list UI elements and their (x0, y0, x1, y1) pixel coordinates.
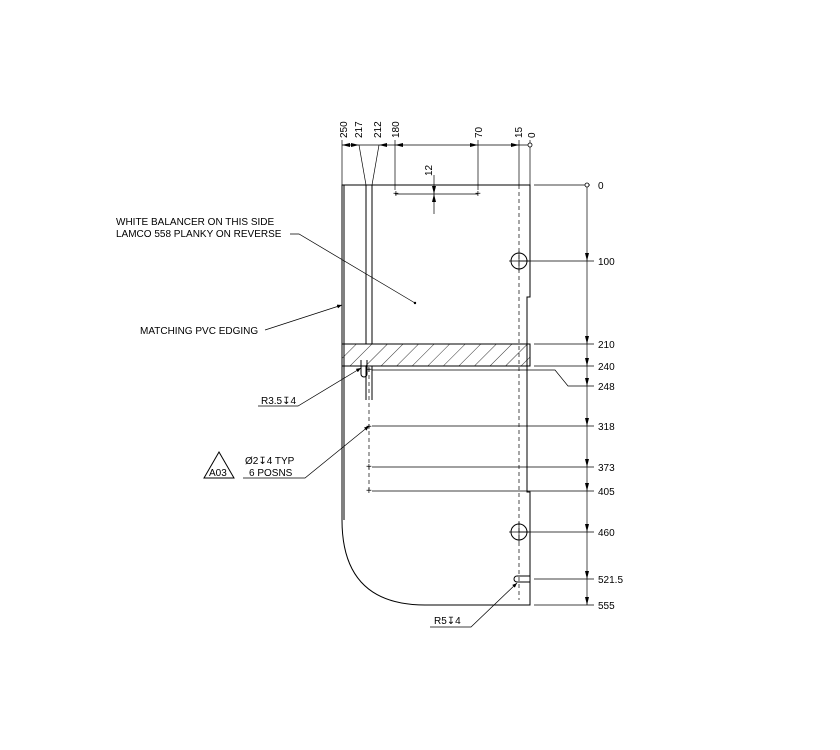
slot-r5 (513, 575, 530, 583)
r35-leader (258, 367, 362, 407)
right-dimension-ladder (372, 182, 594, 606)
balancer-leader-dot (413, 301, 417, 305)
top-dimension-line (341, 140, 533, 190)
balancer-leader (290, 233, 416, 304)
small-dim-12: 12 (424, 164, 435, 176)
right-dim-240: 240 (598, 362, 615, 373)
r5-note: R5↧4 (434, 616, 461, 627)
groove-channel (365, 185, 373, 400)
panel-outline (341, 184, 531, 606)
right-dim-460: 460 (598, 528, 615, 539)
top-dim-15: 15 (514, 126, 525, 138)
top-dim-212: 212 (373, 121, 384, 138)
slot-r35 (360, 360, 368, 378)
hatched-band (341, 343, 531, 367)
svg-text:+: + (393, 189, 399, 200)
top-dim-250: 250 (339, 121, 350, 138)
right-dim-318: 318 (598, 422, 615, 433)
right-dim-555: 555 (598, 601, 615, 612)
top-dim-70: 70 (474, 126, 485, 138)
right-dim-0: 0 (598, 181, 604, 192)
top-dim-0: 0 (527, 132, 538, 138)
svg-text:+: + (366, 486, 372, 497)
r5-leader (430, 582, 518, 628)
edging-leader (264, 304, 343, 331)
edging-note: MATCHING PVC EDGING (140, 326, 258, 337)
right-dim-100: 100 (598, 257, 615, 268)
right-dim-373: 373 (598, 463, 615, 474)
balancer-note-line1: WHITE BALANCER ON THIS SIDE (116, 217, 275, 228)
svg-text:+: + (366, 422, 372, 433)
drill-points: + + + + + + (366, 189, 481, 497)
svg-text:+: + (475, 189, 481, 200)
svg-text:+: + (366, 462, 372, 473)
svg-text:+: + (366, 365, 372, 376)
hole-leader (243, 425, 370, 479)
hole-note-line1: Ø2↧4 TYP (245, 456, 295, 467)
right-dim-210: 210 (598, 340, 615, 351)
top-dim-180: 180 (391, 121, 402, 138)
revision-tag: A03 (209, 468, 227, 479)
hole-note-line2: 6 POSNS (249, 468, 293, 479)
r35-note: R3.5↧4 (261, 396, 297, 407)
balancer-note-line2: LAMCO 558 PLANKY ON REVERSE (116, 229, 282, 240)
right-dim-248: 248 (598, 382, 615, 393)
revision-triangle (203, 450, 235, 479)
small-dim-12-lines (395, 175, 478, 214)
top-dim-217: 217 (354, 121, 365, 138)
right-dim-521-5: 521.5 (598, 575, 623, 586)
right-dim-405: 405 (598, 487, 615, 498)
